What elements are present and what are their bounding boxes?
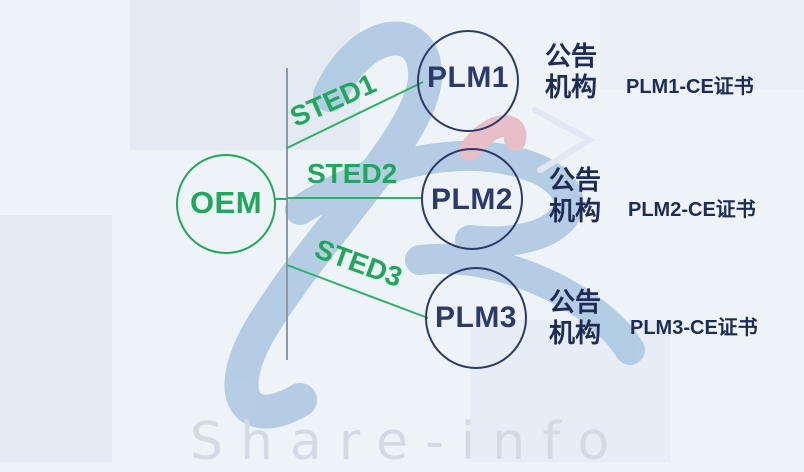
agency-line: 公告 <box>548 166 601 196</box>
certificate-label-2: PLM2-CE证书 <box>628 199 756 221</box>
agency-line: 公告 <box>548 288 601 318</box>
node-plm1-label: PLM1 <box>426 61 509 94</box>
node-plm1-circle <box>417 30 519 132</box>
edge-line-sted1 <box>286 81 424 149</box>
node-plm2-label: PLM2 <box>430 183 513 216</box>
diagram-canvas <box>176 21 645 429</box>
watermark-logo <box>224 21 645 429</box>
edge-line-sted3 <box>286 264 429 319</box>
certificate-label-3: PLM3-CE证书 <box>630 317 758 339</box>
agency-label-3: 公告 机构 <box>540 288 610 350</box>
background-panel <box>0 215 112 462</box>
agency-label-2: 公告 机构 <box>540 166 610 228</box>
edge-label-sted2: STED2 <box>307 158 398 189</box>
node-plm3-circle <box>425 267 527 369</box>
agency-label-1: 公告 机构 <box>536 42 606 104</box>
agency-line: 机构 <box>548 197 601 227</box>
certificate-label-1: PLM1-CE证书 <box>626 76 754 98</box>
agency-line: 机构 <box>548 319 601 349</box>
node-oem-label: OEM <box>189 185 263 220</box>
agency-line: 机构 <box>544 73 597 103</box>
background-panel <box>600 0 804 90</box>
node-plm2-circle <box>421 148 523 250</box>
node-oem-circle <box>176 154 276 254</box>
watermark-text: Share-info <box>190 412 627 472</box>
node-plm3-label: PLM3 <box>434 301 517 334</box>
agency-line: 公告 <box>544 42 597 72</box>
